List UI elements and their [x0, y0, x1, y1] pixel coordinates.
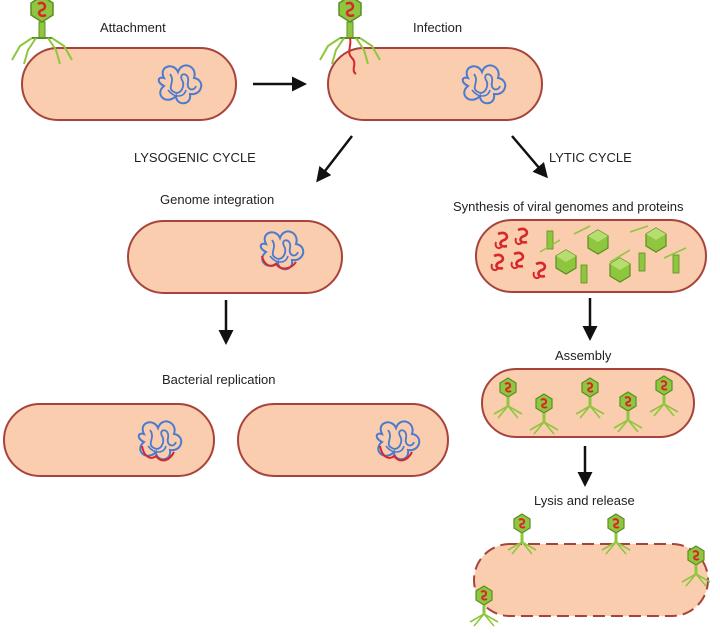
bacterium-attachment [21, 47, 237, 121]
integrated-prophage [261, 255, 297, 270]
bacterium-assembly [481, 368, 695, 438]
label-attachment: Attachment [100, 20, 166, 35]
bacterium-synthesis [475, 219, 707, 293]
label-lytic-cycle: LYTIC CYCLE [549, 150, 632, 165]
label-lysogenic-cycle: LYSOGENIC CYCLE [134, 150, 256, 165]
bacterium-genome-integration [127, 220, 343, 294]
injected-viral-dna [348, 37, 357, 75]
label-synthesis: Synthesis of viral genomes and proteins [453, 199, 684, 214]
arrow-to-lytic [511, 135, 548, 179]
tail-protein-icon [580, 264, 588, 284]
label-assembly: Assembly [555, 348, 612, 363]
label-infection: Infection [413, 20, 463, 35]
capsid-icon [609, 257, 631, 283]
label-genome-integration: Genome integration [160, 192, 275, 207]
tail-protein-icon [638, 252, 646, 272]
label-lysis-release: Lysis and release [534, 493, 635, 508]
label-bacterial-replication: Bacterial replication [162, 372, 276, 387]
capsid-icon [645, 227, 667, 253]
bacterium-daughter-right [237, 403, 449, 477]
capsid-icon [587, 229, 609, 255]
tail-protein-icon [672, 254, 680, 274]
bacterium-daughter-left [3, 403, 215, 477]
prophage-left [141, 445, 175, 462]
bacterium-lysed [473, 543, 709, 617]
prophage-right [379, 445, 413, 462]
capsid-icon [555, 249, 577, 275]
tail-fibers [539, 225, 687, 263]
arrow-to-lysogenic [316, 135, 353, 183]
bacterium-infection [327, 47, 543, 121]
